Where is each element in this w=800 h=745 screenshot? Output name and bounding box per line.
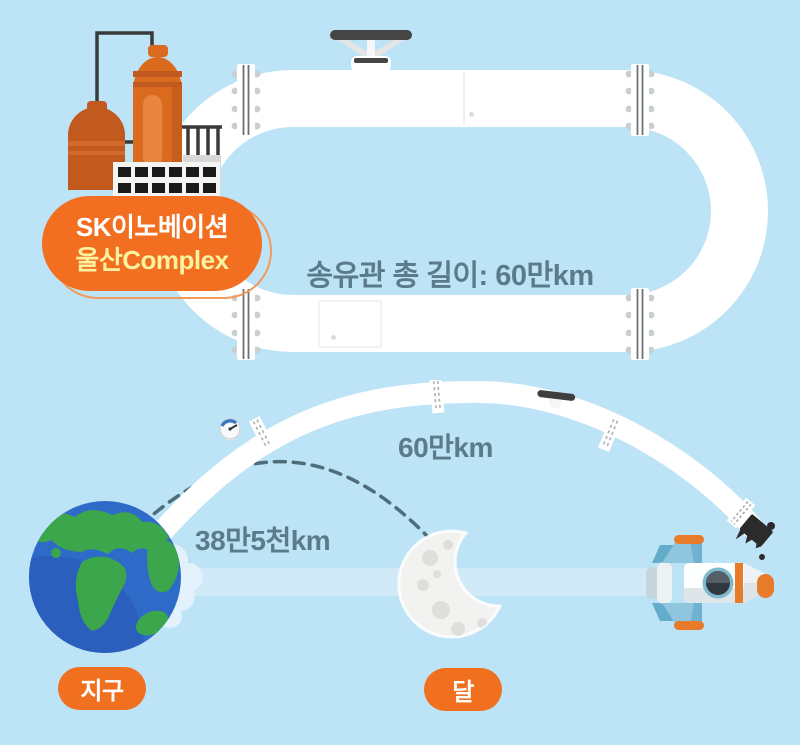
factory-windows: [118, 167, 216, 193]
factory-badge-title: SK이노베이션: [75, 211, 229, 242]
moon-badge: 달: [424, 668, 502, 711]
factory-illustration: [68, 31, 222, 205]
moon-icon: [397, 529, 503, 639]
factory-pipes: [95, 31, 222, 158]
earth-moon-distance-label: 38만5천km: [195, 525, 331, 556]
flange-icon: [625, 64, 655, 136]
pipe-seam: [463, 72, 465, 125]
flange-icon: [625, 288, 655, 360]
pipe-rivet: [469, 112, 474, 117]
valve-legs: [338, 39, 404, 60]
valve-handle: [330, 30, 412, 40]
flange-icon: [429, 380, 445, 414]
flange-icon: [231, 288, 261, 360]
pipeline-arc-label: 60만km: [398, 432, 493, 463]
flange-icon: [231, 64, 261, 136]
storage-tank-icon: [68, 101, 125, 190]
pressure-gauge-icon: [219, 418, 241, 440]
flange-icon: [726, 497, 756, 529]
flange-icon: [598, 415, 622, 453]
oil-drip-icon: [735, 514, 775, 560]
pipeline-arc: [104, 380, 764, 601]
space-comparison-scene: [29, 380, 775, 653]
pipeline-caption: 송유관 총 길이: 60만km: [306, 260, 594, 292]
rocket-icon: [646, 535, 774, 630]
dashed-distance-line: [138, 460, 430, 539]
factory-badge: SK이노베이션 울산Complex: [42, 196, 262, 291]
pipe-seam-panel: [318, 300, 382, 348]
valve-stripe: [354, 58, 388, 63]
pipe-rivet: [331, 335, 336, 340]
valve-icon: [537, 390, 576, 409]
earth-badge: 지구: [58, 667, 146, 710]
factory-badge-subtitle: 울산Complex: [75, 244, 229, 275]
flange-icon: [248, 416, 276, 452]
